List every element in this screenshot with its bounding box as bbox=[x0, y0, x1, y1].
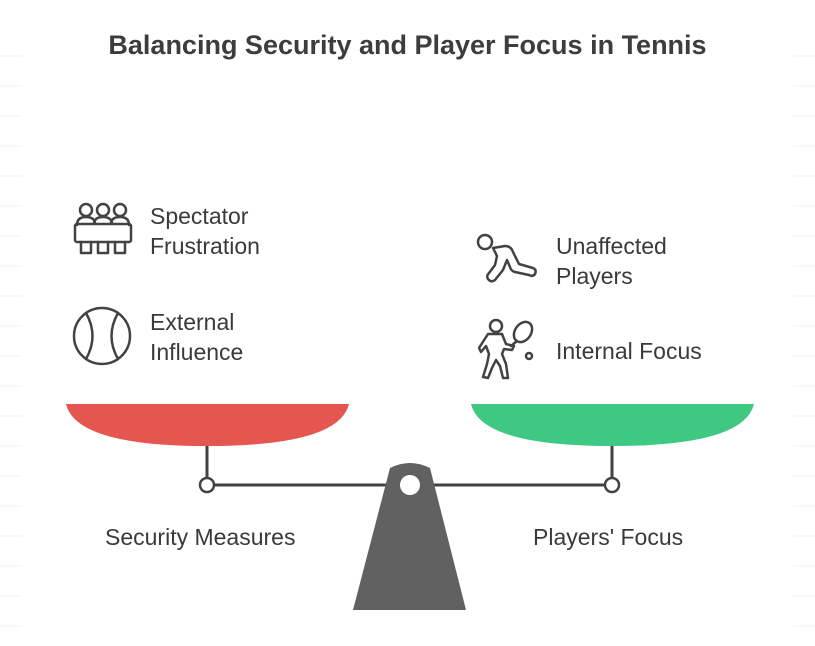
spectator-frustration-line2: Frustration bbox=[150, 233, 260, 259]
spectator-frustration-label: Spectator Frustration bbox=[150, 201, 260, 261]
external-influence-line2: Influence bbox=[150, 339, 244, 365]
tennis-player-icon bbox=[478, 318, 534, 380]
fulcrum bbox=[353, 463, 466, 610]
fulcrum-pivot bbox=[400, 475, 420, 495]
unaffected-players-line1: Unaffected bbox=[556, 233, 667, 259]
tennis-ball-icon bbox=[72, 306, 132, 366]
left-joint bbox=[198, 476, 216, 494]
crouching-player-icon bbox=[476, 233, 537, 283]
external-influence-line1: External bbox=[150, 309, 235, 335]
diagram-title: Balancing Security and Player Focus in T… bbox=[108, 30, 707, 60]
internal-focus-line1: Internal Focus bbox=[556, 338, 702, 364]
unaffected-players-line2: Players bbox=[556, 263, 633, 289]
right-pan bbox=[471, 404, 754, 446]
spectator-frustration-line1: Spectator bbox=[150, 203, 249, 229]
spectators-icon bbox=[73, 202, 133, 255]
right-joint bbox=[603, 476, 621, 494]
left-pan bbox=[66, 404, 349, 446]
external-influence-label: External Influence bbox=[150, 307, 243, 367]
internal-focus-label: Internal Focus bbox=[556, 336, 702, 366]
players-focus-label: Players' Focus bbox=[533, 524, 684, 550]
unaffected-players-label: Unaffected Players bbox=[556, 231, 667, 291]
security-measures-label: Security Measures bbox=[105, 524, 296, 550]
